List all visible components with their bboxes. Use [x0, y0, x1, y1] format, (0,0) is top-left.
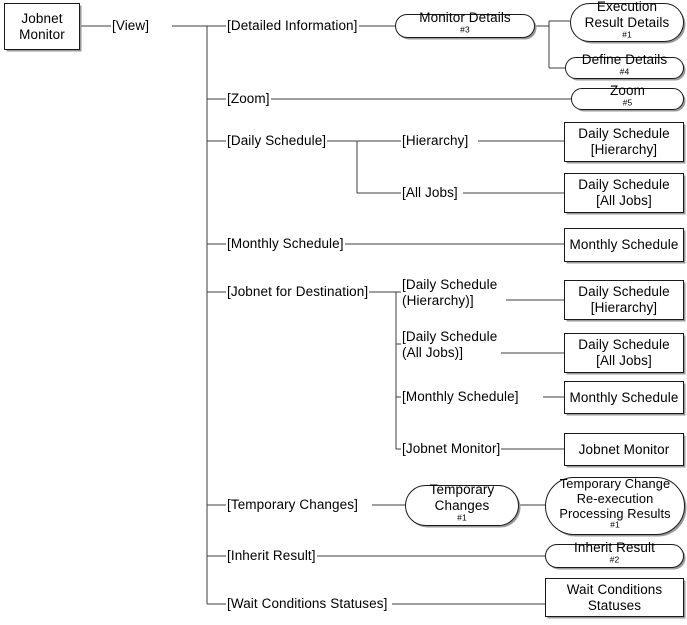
window-dest-monthly-schedule[interactable]: Monthly Schedule — [564, 381, 684, 414]
submenu-item-all-jobs[interactable]: [All Jobs] — [401, 185, 459, 201]
window-wait-conditions-statuses-label: Wait Conditions Statuses — [566, 581, 663, 613]
menu-item-temporary-changes[interactable]: [Temporary Changes] — [226, 497, 359, 513]
window-zoom[interactable]: Zoom#5 — [571, 83, 684, 110]
window-wait-conditions-statuses[interactable]: Wait Conditions Statuses — [545, 578, 684, 617]
menu-item-monthly-schedule[interactable]: [Monthly Schedule] — [226, 236, 345, 252]
menu-item-jobnet-for-destination[interactable]: [Jobnet for Destination] — [226, 284, 370, 300]
submenu-item-jobnet-monitor[interactable]: [Jobnet Monitor] — [401, 441, 502, 457]
window-temporary-change-reexec[interactable]: Temporary Change Re-execution Processing… — [545, 476, 685, 535]
window-inherit-result-label: Inherit Result — [574, 540, 655, 555]
window-inherit-result[interactable]: Inherit Result#2 — [545, 540, 684, 568]
submenu-item-daily-schedule-hierarchy[interactable]: [Daily Schedule (Hierarchy)] — [401, 277, 499, 309]
window-dest-jobnet-monitor-label: Jobnet Monitor — [578, 441, 670, 457]
window-monitor-details-label: Monitor Details — [419, 10, 511, 25]
window-temporary-changes[interactable]: Temporary Changes#1 — [405, 481, 519, 526]
menu-item-daily-schedule[interactable]: [Daily Schedule] — [226, 133, 328, 149]
menu-view-label[interactable]: [View] — [111, 18, 151, 34]
window-temporary-change-reexec-note: #1 — [610, 519, 620, 530]
window-dest-daily-schedule-hierarchy-label: Daily Schedule [Hierarchy] — [578, 284, 670, 315]
window-dest-daily-schedule-all-jobs[interactable]: Daily Schedule [All Jobs] — [564, 333, 684, 373]
window-inherit-result-note: #2 — [609, 554, 620, 565]
window-daily-schedule-hierarchy[interactable]: Daily Schedule [Hierarchy] — [564, 122, 684, 162]
window-daily-schedule-all-jobs[interactable]: Daily Schedule [All Jobs] — [564, 173, 684, 213]
window-execution-result-details[interactable]: Execution Result Details#1 — [570, 0, 684, 42]
window-zoom-label: Zoom — [610, 83, 645, 98]
window-dest-daily-schedule-hierarchy[interactable]: Daily Schedule [Hierarchy] — [564, 280, 684, 320]
window-dest-daily-schedule-all-jobs-label: Daily Schedule [All Jobs] — [578, 337, 670, 368]
submenu-item-monthly-schedule[interactable]: [Monthly Schedule] — [401, 389, 520, 405]
root-label: Jobnet Monitor — [19, 10, 65, 42]
window-monthly-schedule[interactable]: Monthly Schedule — [564, 228, 684, 262]
window-monitor-details-note: #3 — [460, 24, 470, 35]
window-monthly-schedule-label: Monthly Schedule — [569, 237, 679, 252]
menu-item-wait-conditions-statuses[interactable]: [Wait Conditions Statuses] — [226, 596, 389, 612]
window-define-details[interactable]: Define Details#4 — [565, 52, 684, 79]
window-daily-schedule-all-jobs-label: Daily Schedule [All Jobs] — [578, 177, 670, 208]
window-execution-result-details-note: #1 — [622, 29, 632, 39]
submenu-item-hierarchy[interactable]: [Hierarchy] — [401, 133, 470, 149]
window-dest-monthly-schedule-label: Monthly Schedule — [569, 389, 679, 405]
submenu-item-daily-schedule-all-jobs[interactable]: [Daily Schedule (All Jobs)] — [401, 329, 499, 361]
window-daily-schedule-hierarchy-label: Daily Schedule [Hierarchy] — [578, 126, 670, 157]
window-define-details-note: #4 — [619, 66, 630, 77]
menu-item-detailed-information[interactable]: [Detailed Information] — [226, 18, 359, 34]
window-temporary-changes-note: #1 — [457, 512, 467, 522]
window-temporary-changes-label: Temporary Changes — [429, 481, 495, 513]
menu-item-inherit-result[interactable]: [Inherit Result] — [226, 548, 317, 564]
window-execution-result-details-label: Execution Result Details — [584, 0, 670, 30]
root-jobnet-monitor-box[interactable]: Jobnet Monitor — [4, 3, 80, 50]
window-zoom-note: #5 — [622, 97, 633, 108]
window-monitor-details[interactable]: Monitor Details#3 — [395, 10, 535, 38]
menu-item-zoom[interactable]: [Zoom] — [226, 91, 271, 107]
window-dest-jobnet-monitor[interactable]: Jobnet Monitor — [564, 433, 684, 466]
window-temporary-change-reexec-label: Temporary Change Re-execution Processing… — [559, 476, 671, 521]
window-define-details-label: Define Details — [581, 52, 668, 67]
